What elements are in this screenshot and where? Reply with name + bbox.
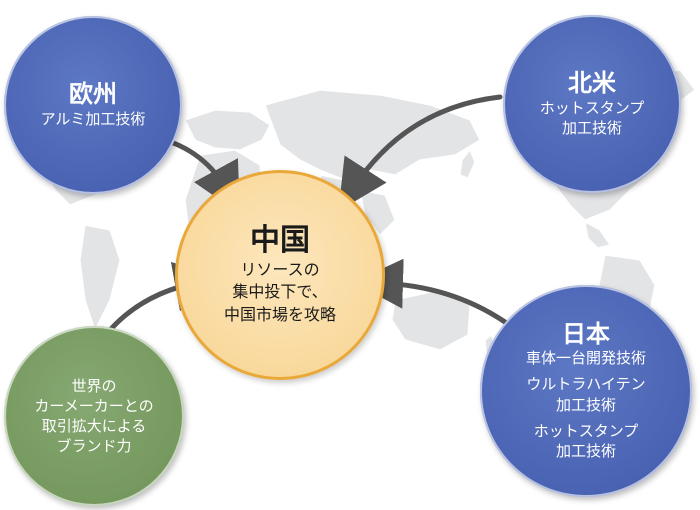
europe-line-1: アルミ加工技術 <box>40 109 146 128</box>
map-europe <box>184 109 271 151</box>
arrow-na-to-china <box>338 94 503 211</box>
europe-node: 欧州 アルミ加工技術 <box>4 16 182 194</box>
europe-title: 欧州 <box>69 80 117 109</box>
china-line-3: 中国市場を攻略 <box>223 304 336 324</box>
brand-line-3: 取引拡大による <box>41 417 147 435</box>
japan-line-4: ホットスタンプ <box>533 421 639 440</box>
japan-title: 日本 <box>562 319 610 348</box>
map-central-america <box>584 220 611 249</box>
map-asia <box>264 89 481 181</box>
brand-line-2: カーメーカーとの <box>34 396 154 415</box>
china-node: 中国 リソースの 集中投下で、 中国市場を攻略 <box>175 170 385 380</box>
brand-node: 世界の カーメーカーとの 取引拡大による ブランド力 <box>4 326 184 506</box>
map-japan <box>459 148 476 179</box>
north-america-title: 北米 <box>568 68 616 97</box>
north-america-node: 北米 ホットスタンプ 加工技術 <box>503 15 681 193</box>
north-america-line-2: 加工技術 <box>561 118 622 137</box>
map-west-south-america <box>79 224 121 332</box>
arrow-japan-to-china <box>353 258 508 325</box>
japan-line-1: 車体一台開発技術 <box>525 349 646 368</box>
brand-line-1: 世界の <box>71 376 117 395</box>
china-line-2: 集中投下で、 <box>232 282 328 302</box>
japan-line-2: ウルトラハイテン <box>526 375 646 394</box>
japan-line-3: 加工技術 <box>555 395 616 414</box>
brand-line-4: ブランド力 <box>56 437 132 456</box>
china-line-1: リソースの <box>240 259 320 279</box>
japan-node: 日本 車体一台開発技術 ウルトラハイテン 加工技術 ホットスタンプ 加工技術 <box>480 285 692 497</box>
north-america-line-1: ホットスタンプ <box>539 98 645 117</box>
japan-line-5: 加工技術 <box>555 442 616 461</box>
china-title: 中国 <box>250 222 310 258</box>
